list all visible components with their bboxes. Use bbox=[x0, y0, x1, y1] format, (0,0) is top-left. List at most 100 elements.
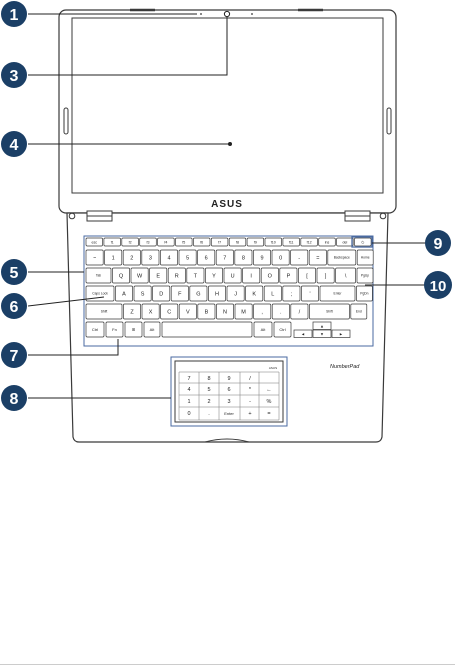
keyboard-frame bbox=[83, 235, 374, 347]
key-num-8 bbox=[234, 249, 253, 266]
key-z-12-label: End bbox=[356, 310, 362, 314]
key-q-9-label: O bbox=[268, 273, 273, 279]
key-a-0 bbox=[85, 285, 115, 302]
callout-6: 6 bbox=[1, 293, 27, 319]
key-q-7-label: U bbox=[231, 273, 235, 279]
key-a-13 bbox=[356, 285, 373, 302]
key-q-10-label: P bbox=[287, 273, 291, 279]
key-a-1-label: A bbox=[122, 291, 126, 297]
key-z-4 bbox=[178, 303, 197, 320]
key-a-11-label: ' bbox=[309, 291, 310, 297]
key-bottom-3 bbox=[143, 321, 161, 338]
led-left bbox=[68, 212, 76, 220]
key-z-5 bbox=[197, 303, 216, 320]
key-fn-8-label: f8 bbox=[236, 240, 239, 244]
numberpad-badge: ASUS bbox=[269, 366, 277, 370]
numpad-key-1-3: * bbox=[249, 387, 252, 393]
svg-text:10: 10 bbox=[430, 278, 447, 295]
key-q-11-label: [ bbox=[306, 273, 308, 279]
key-num-3-label: 3 bbox=[149, 255, 152, 261]
key-fn-15-label: ⏻ bbox=[361, 240, 364, 244]
key-a-4 bbox=[170, 285, 189, 302]
key-num-7-label: 7 bbox=[223, 255, 226, 261]
key-fn-10 bbox=[264, 237, 282, 247]
key-q-0-label: Tab bbox=[96, 274, 101, 278]
key-a-9 bbox=[263, 285, 282, 302]
key-q-10 bbox=[279, 267, 298, 284]
key-z-0-label: Shift bbox=[101, 310, 108, 314]
key-num-4 bbox=[160, 249, 178, 266]
numpad-key-3-4: = bbox=[267, 411, 270, 417]
key-a-5-label: G bbox=[196, 291, 200, 297]
key-num-2 bbox=[122, 249, 141, 266]
arrow-key-2 bbox=[312, 329, 332, 338]
key-q-1-label: Q bbox=[119, 273, 124, 279]
key-a-12-label: Enter bbox=[334, 292, 343, 296]
key-num-4-label: 4 bbox=[167, 255, 170, 261]
svg-text:9: 9 bbox=[434, 236, 443, 253]
key-num-1 bbox=[104, 249, 123, 266]
key-num-10-label: 0 bbox=[279, 255, 282, 261]
key-fn-14-label: del bbox=[343, 240, 348, 244]
key-fn-13-label: ins bbox=[325, 240, 330, 244]
key-z-8 bbox=[253, 303, 272, 320]
mic-dot-right bbox=[251, 13, 253, 15]
numpad-key-0-3: / bbox=[249, 376, 251, 382]
svg-text:1: 1 bbox=[10, 7, 19, 24]
key-fn-11 bbox=[282, 237, 300, 247]
key-fn-2 bbox=[121, 237, 139, 247]
key-num-3 bbox=[141, 249, 160, 266]
key-z-11 bbox=[309, 303, 350, 320]
numpad-key-0-0: 7 bbox=[187, 376, 190, 382]
key-a-6 bbox=[208, 285, 226, 302]
key-num-0-label: ~ bbox=[93, 255, 96, 261]
callout-8: 8 bbox=[1, 385, 27, 411]
key-a-0-label: Caps Lock bbox=[92, 292, 108, 296]
led-right bbox=[379, 212, 387, 220]
numpad-key-1-4: ← bbox=[266, 387, 272, 393]
arrow-key-3-label: ► bbox=[339, 332, 343, 337]
key-bottom-0 bbox=[85, 321, 105, 338]
key-q-4-label: R bbox=[175, 273, 179, 279]
key-q-5-label: T bbox=[194, 273, 198, 279]
key-fn-10-label: f10 bbox=[271, 240, 276, 244]
numpad-key-2-2: 3 bbox=[227, 399, 230, 405]
key-fn-2-label: f2 bbox=[129, 240, 132, 244]
key-fn-6-label: f6 bbox=[200, 240, 203, 244]
base-notch bbox=[204, 438, 250, 443]
key-z-3-label: C bbox=[167, 309, 171, 315]
key-fn-4-label: f4 bbox=[164, 240, 167, 244]
key-q-13 bbox=[335, 267, 356, 284]
key-num-5-label: 5 bbox=[186, 255, 189, 261]
numpad-key-3-3: + bbox=[248, 411, 251, 417]
callout-10: 10 bbox=[424, 271, 452, 299]
key-num-5 bbox=[178, 249, 197, 266]
lid-side-right bbox=[386, 107, 392, 135]
key-fn-15 bbox=[354, 237, 372, 247]
key-fn-11-label: f11 bbox=[289, 240, 294, 244]
key-fn-7 bbox=[210, 237, 229, 247]
svg-text:6: 6 bbox=[10, 299, 19, 316]
key-num-13 bbox=[327, 249, 357, 266]
key-bottom-5 bbox=[273, 321, 292, 338]
key-a-10-label: ; bbox=[291, 291, 293, 297]
key-a-4-label: F bbox=[178, 291, 182, 297]
key-a-13-label: PgDn bbox=[360, 292, 368, 296]
key-num-14 bbox=[356, 249, 374, 266]
key-q-9 bbox=[260, 267, 279, 284]
key-q-6 bbox=[205, 267, 223, 284]
callout-5: 5 bbox=[1, 259, 27, 285]
key-a-8-label: K bbox=[252, 291, 256, 297]
mic-dot bbox=[200, 13, 202, 15]
key-num-10 bbox=[271, 249, 290, 266]
key-num-0 bbox=[85, 249, 104, 266]
key-z-6-label: N bbox=[223, 309, 227, 315]
key-a-3 bbox=[152, 285, 171, 302]
key-num-9-label: 9 bbox=[260, 255, 263, 261]
key-num-11-label: - bbox=[298, 255, 300, 261]
arrow-key-0 bbox=[312, 321, 332, 330]
key-fn-0-label: esc bbox=[92, 240, 98, 244]
key-z-7 bbox=[234, 303, 253, 320]
key-q-14-label: PgUp bbox=[361, 274, 369, 278]
